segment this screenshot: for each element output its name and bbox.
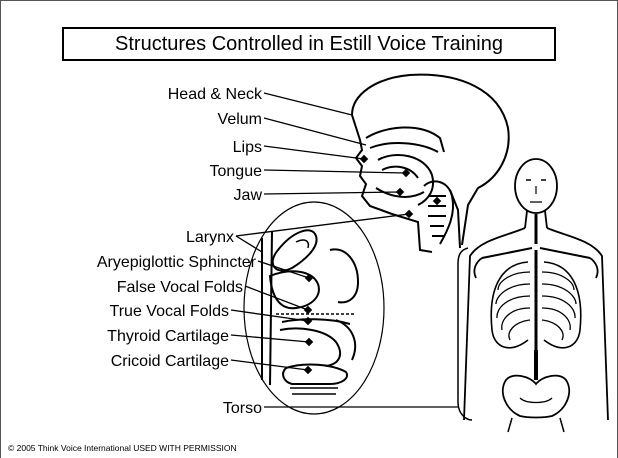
- head-markers: [360, 155, 441, 218]
- label-larynx: Larynx: [186, 229, 234, 246]
- labels: Head & Neck Velum Lips Tongue Jaw Larynx…: [97, 86, 263, 417]
- label-tongue: Tongue: [210, 163, 263, 180]
- label-torso: Torso: [223, 400, 262, 417]
- head-neck-leader: [264, 93, 352, 115]
- larynx-leader-head: [236, 214, 409, 236]
- label-head-neck: Head & Neck: [168, 86, 263, 103]
- label-thyroid-cartilage: Thyroid Cartilage: [107, 328, 229, 345]
- label-false-vocal-folds: False Vocal Folds: [117, 279, 243, 296]
- torso-illustration: [464, 159, 608, 432]
- label-jaw: Jaw: [234, 187, 263, 204]
- false-folds-leader: [245, 286, 308, 310]
- jaw-leader: [264, 192, 400, 194]
- copyright-notice: © 2005 Think Voice International USED WI…: [8, 443, 237, 453]
- velum-leader: [264, 118, 366, 145]
- label-lips: Lips: [233, 139, 262, 156]
- head-profile-illustration: [352, 75, 509, 252]
- label-velum: Velum: [218, 111, 262, 128]
- label-cricoid-cartilage: Cricoid Cartilage: [111, 353, 229, 370]
- larynx-detail-illustration: [244, 202, 384, 414]
- tongue-leader: [264, 170, 406, 173]
- larynx-markers: [304, 274, 313, 374]
- label-aryepiglottic-sphincter: Aryepiglottic Sphincter: [97, 254, 257, 271]
- lips-leader: [264, 146, 364, 159]
- aryepiglottic-leader: [258, 261, 309, 278]
- true-folds-leader: [231, 310, 308, 321]
- label-true-vocal-folds: True Vocal Folds: [110, 303, 229, 320]
